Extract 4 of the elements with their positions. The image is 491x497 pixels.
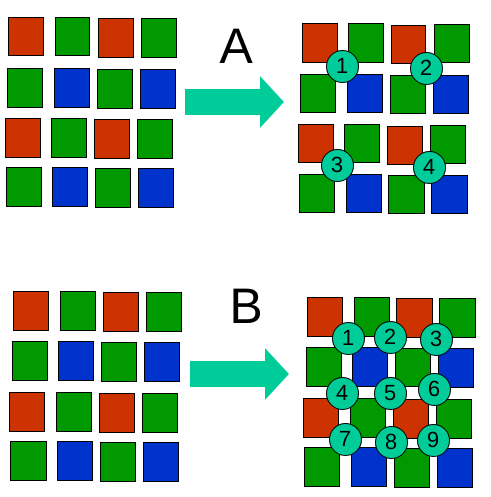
edge-label: B [229, 281, 263, 331]
block-arrow [185, 76, 284, 128]
block-arrow [190, 348, 289, 400]
edge-label: A [219, 21, 253, 71]
